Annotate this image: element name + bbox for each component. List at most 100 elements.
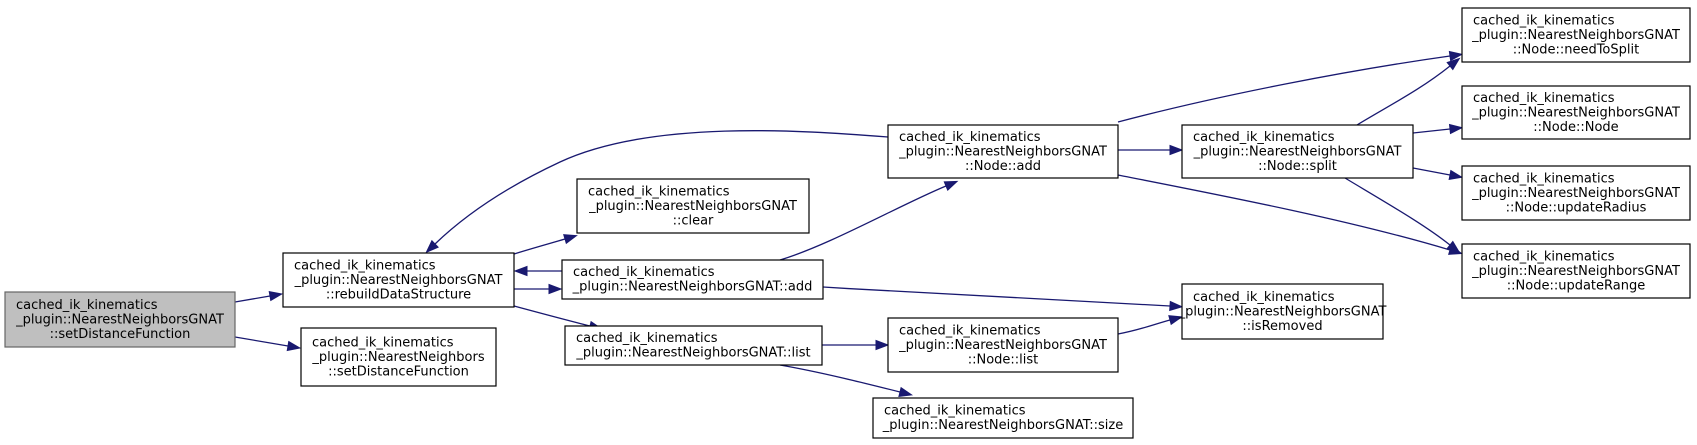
node-node_ctor[interactable]: cached_ik_kinematics_plugin::NearestNeig… bbox=[1461, 85, 1691, 140]
edge-setDistanceFunction-to-rebuildDataStructure bbox=[234, 290, 284, 303]
edge-line bbox=[513, 305, 591, 327]
arrowhead-icon bbox=[1168, 315, 1183, 326]
edge-line bbox=[779, 364, 901, 393]
arrowhead-icon bbox=[425, 239, 439, 254]
edge-line bbox=[1412, 128, 1451, 134]
node-box bbox=[4, 291, 236, 348]
node-box bbox=[282, 252, 515, 308]
edge-line bbox=[234, 295, 271, 303]
edge-add-to-isRemoved bbox=[822, 286, 1184, 312]
edge-add-to-node_add bbox=[779, 180, 959, 261]
node-setDistanceFunction: cached_ik_kinematics_plugin::NearestNeig… bbox=[4, 291, 236, 348]
node-box bbox=[1181, 124, 1414, 179]
node-label-line: cached_ik_kinematics bbox=[588, 184, 730, 199]
node-box bbox=[576, 178, 810, 234]
arrowhead-icon bbox=[548, 283, 563, 295]
edge-node_split-to-needToSplit bbox=[1356, 57, 1461, 126]
arrowhead-icon bbox=[513, 265, 528, 277]
node-label-line: _plugin::NearestNeighborsGNAT bbox=[1471, 28, 1680, 43]
edge-node_split-to-node_ctor bbox=[1412, 123, 1464, 135]
arrowhead-icon bbox=[286, 340, 302, 352]
node-box bbox=[872, 397, 1134, 439]
node-label-line: _plugin::NearestNeighbors bbox=[311, 350, 484, 365]
node-label-line: cached_ik_kinematics bbox=[1473, 13, 1615, 28]
edge-list-to-size bbox=[779, 364, 914, 397]
node-clear[interactable]: cached_ik_kinematics_plugin::NearestNeig… bbox=[576, 178, 810, 234]
node-label-line: cached_ik_kinematics bbox=[1473, 171, 1615, 186]
edge-node_add-to-node_split bbox=[1118, 144, 1184, 156]
node-add[interactable]: cached_ik_kinematics_plugin::NearestNeig… bbox=[561, 259, 824, 300]
edge-node_add-to-rebuildDataStructure bbox=[425, 130, 889, 254]
node-label-line: cached_ik_kinematics bbox=[884, 404, 1026, 419]
node-label-line: ::Node::updateRadius bbox=[1506, 200, 1647, 215]
edge-rebuildDataStructure-to-clear bbox=[513, 234, 578, 255]
arrowhead-icon bbox=[1448, 50, 1464, 62]
node-box bbox=[1461, 85, 1691, 140]
node-label-line: _plugin::NearestNeighborsGNAT bbox=[15, 312, 224, 327]
arrowhead-icon bbox=[1169, 300, 1184, 312]
node-label-line: ::Node::needToSplit bbox=[1513, 42, 1639, 57]
node-label-line: _plugin::NearestNeighborsGNAT bbox=[898, 144, 1107, 159]
node-label-line: cached_ik_kinematics bbox=[1193, 290, 1335, 305]
node-list[interactable]: cached_ik_kinematics_plugin::NearestNeig… bbox=[564, 325, 823, 366]
node-label-line: _plugin::NearestNeighborsGNAT bbox=[1471, 264, 1680, 279]
node-box bbox=[887, 317, 1119, 373]
node-label-line: _plugin::NearestNeighborsGNAT bbox=[1471, 105, 1680, 120]
node-label-line: ::clear bbox=[673, 213, 714, 228]
node-label-line: cached_ik_kinematics bbox=[899, 130, 1041, 145]
node-box bbox=[1461, 243, 1691, 299]
node-node_list[interactable]: cached_ik_kinematics_plugin::NearestNeig… bbox=[887, 317, 1119, 373]
nodes-layer: cached_ik_kinematics_plugin::NearestNeig… bbox=[4, 7, 1691, 439]
node-label-line: cached_ik_kinematics bbox=[1473, 249, 1615, 264]
node-size[interactable]: cached_ik_kinematics_plugin::NearestNeig… bbox=[872, 397, 1134, 439]
node-label-line: cached_ik_kinematics bbox=[16, 298, 158, 313]
edge-line bbox=[513, 238, 566, 255]
arrowhead-icon bbox=[1169, 144, 1184, 156]
edge-line bbox=[1344, 177, 1451, 246]
node-rebuildDataStructure[interactable]: cached_ik_kinematics_plugin::NearestNeig… bbox=[282, 252, 515, 308]
node-node_add[interactable]: cached_ik_kinematics_plugin::NearestNeig… bbox=[887, 124, 1119, 179]
arrowhead-icon bbox=[1446, 57, 1461, 71]
node-label-line: ::Node::list bbox=[968, 352, 1039, 367]
node-label-line: _plugin::NearestNeighborsGNAT bbox=[1178, 304, 1387, 319]
edge-node_split-to-updateRange bbox=[1344, 177, 1461, 254]
arrowhead-icon bbox=[875, 339, 890, 351]
node-needToSplit[interactable]: cached_ik_kinematics_plugin::NearestNeig… bbox=[1461, 7, 1691, 63]
node-updateRange[interactable]: cached_ik_kinematics_plugin::NearestNeig… bbox=[1461, 243, 1691, 299]
node-label-line: cached_ik_kinematics bbox=[1193, 130, 1335, 145]
node-label-line: ::setDistanceFunction bbox=[50, 327, 191, 342]
edge-node_add-to-needToSplit bbox=[1117, 50, 1464, 123]
edge-rebuildDataStructure-to-add bbox=[514, 283, 563, 295]
node-box bbox=[1461, 165, 1691, 221]
node-label-line: cached_ik_kinematics bbox=[899, 323, 1041, 338]
edge-line bbox=[779, 185, 947, 261]
edge-line bbox=[234, 336, 289, 347]
node-label-line: cached_ik_kinematics bbox=[573, 265, 715, 280]
edge-node_add-to-updateRange bbox=[1117, 174, 1463, 255]
edge-line bbox=[822, 286, 1171, 307]
node-label-line: ::Node::Node bbox=[1533, 120, 1618, 135]
node-box bbox=[300, 327, 497, 387]
edge-line bbox=[1412, 167, 1451, 176]
node-label-line: _plugin::NearestNeighborsGNAT::list bbox=[575, 346, 810, 361]
node-box bbox=[561, 259, 824, 300]
node-label-line: _plugin::NearestNeighborsGNAT bbox=[294, 273, 503, 288]
node-node_split[interactable]: cached_ik_kinematics_plugin::NearestNeig… bbox=[1181, 124, 1414, 179]
edges-layer bbox=[234, 50, 1464, 397]
arrowhead-icon bbox=[268, 290, 284, 302]
node-updateRadius[interactable]: cached_ik_kinematics_plugin::NearestNeig… bbox=[1461, 165, 1691, 221]
arrowhead-icon bbox=[943, 180, 959, 192]
arrowhead-icon bbox=[1448, 169, 1464, 181]
node-label-line: _plugin::NearestNeighborsGNAT bbox=[588, 199, 797, 214]
edge-list-to-node_list bbox=[822, 339, 890, 351]
arrowhead-icon bbox=[563, 234, 578, 245]
node-label-line: cached_ik_kinematics bbox=[294, 258, 436, 273]
node-label-line: ::rebuildDataStructure bbox=[326, 287, 471, 302]
node-label-line: ::Node::updateRange bbox=[1507, 278, 1645, 293]
node-label-line: ::Node::add bbox=[965, 159, 1041, 174]
node-isRemoved[interactable]: cached_ik_kinematics_plugin::NearestNeig… bbox=[1178, 283, 1387, 340]
node-label-line: ::isRemoved bbox=[1242, 319, 1322, 334]
node-nn_setDistanceFunction[interactable]: cached_ik_kinematics_plugin::NearestNeig… bbox=[300, 327, 497, 387]
node-label-line: ::setDistanceFunction bbox=[328, 364, 469, 379]
